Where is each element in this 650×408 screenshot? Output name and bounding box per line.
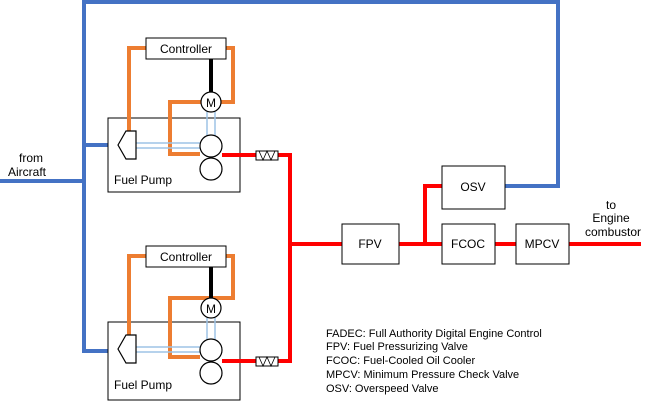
controller-box (145, 245, 227, 268)
motor-label: M (206, 302, 216, 316)
gear-icon-upper (199, 134, 223, 158)
aircraft-label: Aircraft (8, 165, 47, 179)
fcoc-component: FCOC (441, 223, 496, 265)
legend-item-fcoc: FCOC: Fuel-Cooled Oil Cooler (326, 355, 475, 367)
mpcv-component: MPCV (515, 223, 570, 265)
supply-lines (0, 0, 560, 353)
inducer-icon (117, 130, 137, 160)
motor-label: M (206, 96, 216, 110)
osv-label: OSV (460, 180, 485, 194)
motor-icon (200, 91, 222, 113)
pump-unit-2: Controller M Fuel Pump (107, 245, 241, 401)
fpv-component: FPV (341, 223, 400, 265)
abbreviation-legend: FADEC: Full Authority Digital Engine Con… (326, 328, 542, 395)
check-valve-icon (255, 356, 279, 367)
controller-label: Controller (160, 42, 212, 56)
engine-label: Engine (592, 211, 630, 225)
gear-icon-lower (199, 157, 223, 181)
check-valve-icon (255, 150, 279, 161)
legend-item-mpcv: MPCV: Minimum Pressure Check Valve (326, 369, 519, 381)
from-label: from (19, 151, 43, 165)
fpv-label: FPV (358, 237, 381, 251)
pump-unit-1: Controller M Fuel Pump (107, 37, 241, 193)
control-line-left (127, 254, 146, 336)
control-line-right (168, 254, 235, 359)
combustor-label: combustor (585, 225, 641, 239)
controller-label: Controller (160, 250, 212, 264)
legend-item-fpv: FPV: Fuel Pressurizing Valve (326, 341, 468, 353)
mpcv-label: MPCV (525, 237, 560, 251)
supply-loop-top (82, 0, 560, 353)
fcoc-label: FCOC (451, 237, 485, 251)
to-label: to (606, 198, 616, 212)
osv-component: OSV (441, 165, 506, 210)
fuel-pump-label: Fuel Pump (114, 378, 172, 392)
legend-item-osv: OSV: Overspeed Valve (326, 383, 439, 395)
control-line-left (127, 46, 146, 133)
pressure-lines (222, 153, 641, 363)
gear-icon-lower (199, 361, 223, 385)
inducer-icon (117, 334, 137, 364)
fuel-pump-label: Fuel Pump (114, 173, 172, 187)
gear-icon-upper (199, 338, 223, 362)
legend-item-fadec: FADEC: Full Authority Digital Engine Con… (326, 328, 542, 340)
motor-icon (200, 297, 222, 319)
controller-box (145, 37, 227, 60)
